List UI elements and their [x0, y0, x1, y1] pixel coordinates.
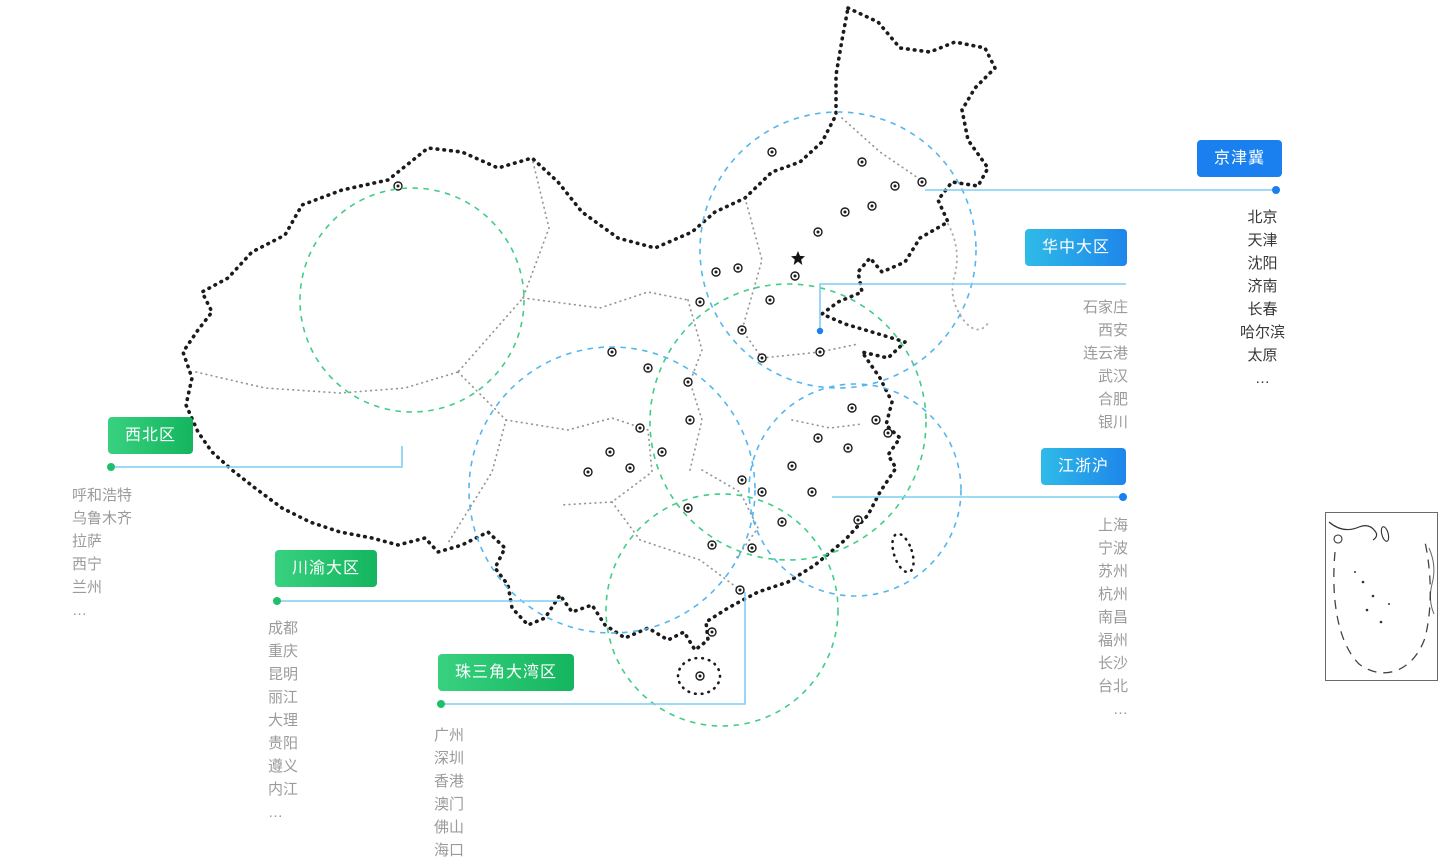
capital-star-icon	[791, 251, 805, 265]
city-item: …	[268, 804, 283, 821]
region-chip-jiangzhehu[interactable]: 江浙沪	[1041, 448, 1127, 485]
city-item: 北京	[1247, 209, 1278, 226]
city-item: 福州	[1097, 632, 1128, 649]
city-list-chuanyu: 成都重庆昆明丽江大理贵阳遵义内江 …	[268, 617, 388, 824]
region-circle-jiangzhehu	[748, 383, 962, 597]
city-list-jiangzhehu: 上海宁波苏州杭州南昌福州长沙台北 …	[1008, 514, 1128, 721]
city-item: 拉萨	[72, 533, 103, 550]
city-item: 重庆	[268, 643, 299, 660]
city-item: 海口	[434, 842, 465, 859]
connector-dot-xibei	[107, 463, 115, 471]
connector-zhusanjiao	[444, 592, 746, 705]
city-item: 连云港	[1082, 345, 1128, 362]
connector-huazhong	[819, 283, 1126, 330]
city-item: 丽江	[268, 689, 299, 706]
city-list-xibei: 呼和浩特乌鲁木齐拉萨西宁兰州 …	[72, 484, 192, 622]
china-outline	[181, 6, 997, 696]
city-item: 太原	[1247, 347, 1278, 364]
city-item: 兰州	[72, 579, 103, 596]
city-item: 西安	[1097, 322, 1128, 339]
city-item: 银川	[1097, 414, 1128, 431]
city-item: 武汉	[1097, 368, 1128, 385]
south-china-sea-inset	[1325, 512, 1438, 681]
city-item: 昆明	[268, 666, 299, 683]
city-item: 深圳	[434, 750, 465, 767]
city-item: 呼和浩特	[72, 487, 133, 504]
region-circle-huazhong	[649, 283, 927, 561]
city-item: 内江	[268, 781, 299, 798]
city-item: 遵义	[268, 758, 299, 775]
city-item: …	[1255, 370, 1270, 387]
city-list-huazhong: 石家庄西安连云港武汉合肥银川	[1008, 296, 1128, 434]
city-item: 石家庄	[1082, 299, 1128, 316]
city-item: 广州	[434, 727, 465, 744]
city-list-zhusanjiao: 广州深圳香港澳门佛山海口 …	[434, 724, 574, 868]
city-item: 澳门	[434, 796, 465, 813]
city-item: 济南	[1247, 278, 1278, 295]
region-circle-zhusanjiao	[605, 493, 839, 727]
region-circle-jingjinji	[699, 111, 977, 389]
city-item: 哈尔滨	[1239, 324, 1285, 341]
city-item: 乌鲁木齐	[72, 510, 133, 527]
city-item: 苏州	[1097, 563, 1128, 580]
city-markers	[393, 147, 927, 681]
region-chip-xibei[interactable]: 西北区	[108, 417, 194, 454]
city-item: 长春	[1247, 301, 1278, 318]
city-item: …	[434, 862, 574, 868]
city-item: 成都	[268, 620, 299, 637]
city-item: 大理	[268, 712, 299, 729]
city-item: 上海	[1097, 517, 1128, 534]
city-item: 长沙	[1097, 655, 1128, 672]
city-item: 佛山	[434, 819, 465, 836]
connector-dot-jingjinji	[1272, 186, 1280, 194]
connector-dot-chuanyu	[273, 597, 281, 605]
city-item: 沈阳	[1247, 255, 1278, 272]
city-item: 贵阳	[268, 735, 299, 752]
connector-dot-huazhong	[816, 327, 824, 335]
city-item: …	[1113, 701, 1128, 718]
city-item: 西宁	[72, 556, 103, 573]
connector-xibei	[114, 446, 403, 468]
city-item: 宁波	[1097, 540, 1128, 557]
connector-dot-jiangzhehu	[1119, 493, 1127, 501]
region-chip-huazhong[interactable]: 华中大区	[1025, 229, 1128, 266]
city-item: 天津	[1247, 232, 1278, 249]
region-chip-jingjinji[interactable]: 京津冀	[1197, 140, 1283, 177]
connector-dot-zhusanjiao	[437, 700, 445, 708]
city-list-jingjinji: 北京天津沈阳济南长春哈尔滨太原 …	[1200, 206, 1325, 390]
city-item: 合肥	[1097, 391, 1128, 408]
region-circle-chuanyu	[468, 346, 756, 634]
city-item: 南昌	[1097, 609, 1128, 626]
region-chip-zhusanjiao[interactable]: 珠三角大湾区	[438, 654, 575, 691]
city-item: …	[72, 602, 87, 619]
region-circle-xibei	[299, 187, 525, 413]
city-item: 香港	[434, 773, 465, 790]
region-chip-chuanyu[interactable]: 川渝大区	[275, 550, 378, 587]
city-item: 杭州	[1097, 586, 1128, 603]
city-item: 台北	[1097, 678, 1128, 695]
province-borders	[195, 117, 919, 591]
korea-coast-hint	[947, 223, 991, 331]
